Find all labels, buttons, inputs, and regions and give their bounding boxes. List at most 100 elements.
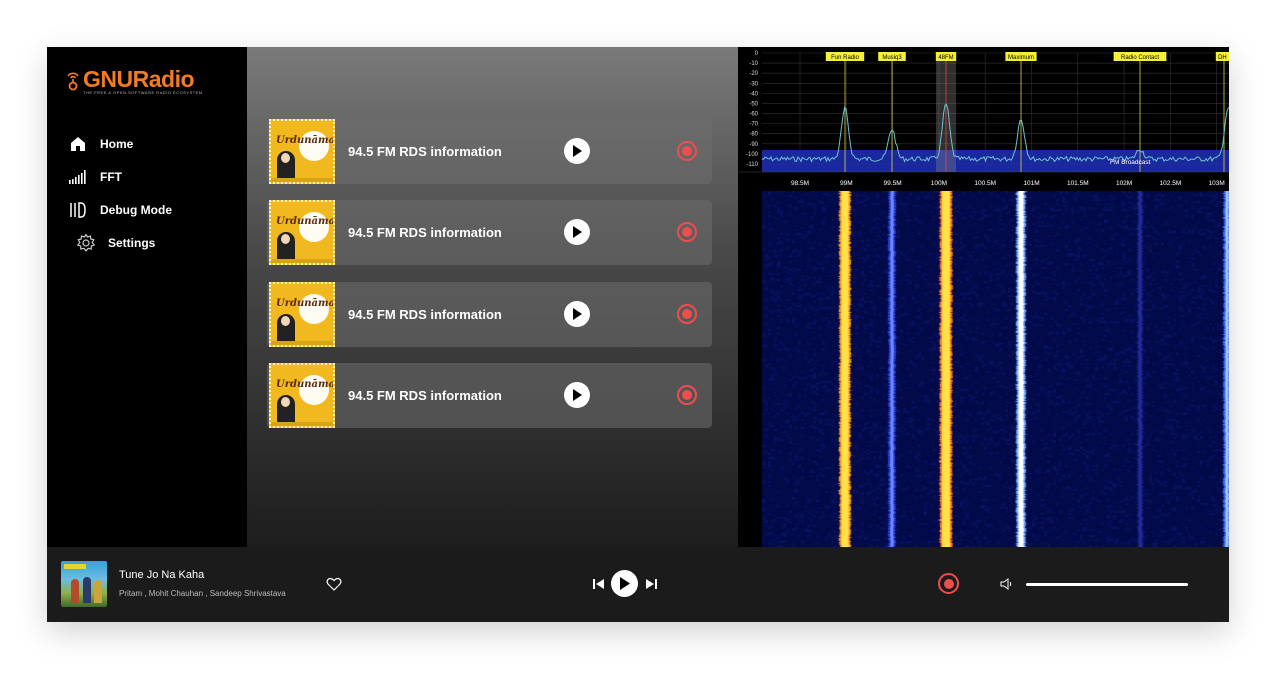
sidebar: GNURadio THE FREE & OPEN SOFTWARE RADIO …: [47, 47, 247, 547]
previous-button[interactable]: [592, 577, 606, 591]
play-button[interactable]: [564, 382, 590, 408]
cover-title: Urdunāma: [276, 216, 335, 227]
play-icon: [573, 389, 582, 401]
spectrum-panel[interactable]: 0 -10 -20 -30 -40 -50 -60 -70 -80 -90 -100 -110 98.…: [738, 47, 1229, 547]
cover-title: Urdunāma: [276, 298, 335, 309]
station-marker[interactable]: Fun Radio: [825, 52, 865, 172]
skip-back-icon: [593, 579, 604, 589]
station-marker[interactable]: Maximum: [1005, 52, 1037, 172]
station-card[interactable]: Urdunāma 94.5 FM RDS information: [267, 119, 712, 184]
next-button[interactable]: [644, 577, 658, 591]
x-tick-label: 99.5M: [884, 180, 902, 187]
play-icon: [573, 145, 582, 157]
record-button[interactable]: [677, 304, 697, 324]
sidebar-item-debug-mode[interactable]: Debug Mode: [67, 193, 172, 226]
x-tick-label: 103M: [1209, 180, 1225, 187]
album-art[interactable]: [61, 561, 107, 607]
station-marker-label: Radio Contact: [1121, 55, 1159, 61]
x-tick-label: 98.5M: [791, 180, 809, 187]
song-title: Tune Jo Na Kaha: [119, 569, 205, 581]
sidebar-item-label: Settings: [108, 235, 156, 250]
play-button[interactable]: [564, 219, 590, 245]
play-icon: [573, 308, 582, 320]
song-artists: Pritam , Mohit Chauhan , Sandeep Shrivas…: [119, 589, 286, 598]
x-tick-label: 101M: [1023, 180, 1039, 187]
sidebar-item-fft[interactable]: FFT: [67, 160, 172, 193]
station-cover-image: Urdunāma: [269, 119, 335, 184]
y-tick-label: -40: [749, 91, 758, 97]
logo-tagline: THE FREE & OPEN SOFTWARE RADIO ECOSYSTEM: [83, 90, 203, 95]
station-card[interactable]: Urdunāma 94.5 FM RDS information: [267, 282, 712, 347]
y-tick-label: -30: [749, 81, 758, 87]
cover-title: Urdunāma: [276, 379, 335, 390]
x-tick-label: 100.5M: [974, 180, 996, 187]
station-marker-label: Maximum: [1008, 55, 1034, 61]
gear-icon: [75, 232, 97, 254]
sidebar-item-home[interactable]: Home: [67, 127, 172, 160]
skip-forward-icon: [646, 579, 657, 589]
y-tick-label: -80: [749, 132, 758, 138]
y-tick-label: -50: [749, 101, 758, 107]
station-marker-label: Fun Radio: [831, 55, 859, 61]
volume-slider[interactable]: [1026, 583, 1188, 586]
record-button[interactable]: [677, 385, 697, 405]
debug-bars-icon: [67, 199, 89, 221]
app-logo: GNURadio THE FREE & OPEN SOFTWARE RADIO …: [65, 67, 203, 95]
record-icon: [943, 578, 954, 589]
station-marker-label: 48FM: [938, 55, 953, 61]
station-marker-label: Musiq3: [882, 55, 902, 61]
station-title: 94.5 FM RDS information: [348, 388, 502, 403]
y-tick-label: -10: [749, 61, 758, 67]
station-card[interactable]: Urdunāma 94.5 FM RDS information: [267, 363, 712, 428]
station-card[interactable]: Urdunāma 94.5 FM RDS information: [267, 200, 712, 265]
sidebar-item-label: Home: [100, 136, 134, 151]
main-play-button[interactable]: [611, 570, 638, 597]
y-tick-label: -100: [746, 152, 759, 158]
y-tick-label: -70: [749, 122, 758, 128]
app-window: GNURadio THE FREE & OPEN SOFTWARE RADIO …: [47, 47, 1229, 622]
logo-gnu-text: GNU: [83, 66, 133, 92]
station-marker[interactable]: DH: [1215, 52, 1229, 172]
heart-icon[interactable]: [326, 576, 342, 592]
play-button[interactable]: [564, 301, 590, 327]
station-marker[interactable]: Musiq3: [878, 52, 906, 172]
station-cover-image: Urdunāma: [269, 200, 335, 265]
x-tick-label: 100M: [931, 180, 947, 187]
record-icon: [682, 146, 692, 156]
y-tick-label: 0: [755, 51, 759, 57]
station-list: Urdunāma 94.5 FM RDS information Urdunām…: [247, 47, 738, 547]
station-cover-image: Urdunāma: [269, 363, 335, 428]
play-icon: [573, 226, 582, 238]
record-icon: [682, 309, 692, 319]
play-button[interactable]: [564, 138, 590, 164]
logo-radio-text: Radio: [132, 66, 195, 92]
station-title: 94.5 FM RDS information: [348, 307, 502, 322]
station-marker[interactable]: Radio Contact: [1113, 52, 1167, 172]
fm-band-region: [762, 150, 1229, 172]
station-marker-label: DH: [1218, 55, 1227, 61]
sidebar-item-settings[interactable]: Settings: [67, 226, 172, 259]
record-icon: [682, 390, 692, 400]
sidebar-nav: Home FFT Debug Mode Settings: [67, 127, 172, 259]
home-icon: [67, 133, 89, 155]
record-button[interactable]: [677, 222, 697, 242]
station-title: 94.5 FM RDS information: [348, 225, 502, 240]
y-tick-label: -90: [749, 142, 758, 148]
y-tick-label: -20: [749, 71, 758, 77]
record-button[interactable]: [938, 573, 959, 594]
station-marker[interactable]: 48FM: [935, 52, 957, 172]
waterfall-display[interactable]: [738, 191, 1229, 547]
record-icon: [682, 227, 692, 237]
cover-title: Urdunāma: [276, 135, 335, 146]
x-tick-label: 101.5M: [1067, 180, 1089, 187]
fft-plot[interactable]: 0 -10 -20 -30 -40 -50 -60 -70 -80 -90 -100 -110 98.…: [738, 47, 1229, 191]
band-label: FM Broadcast: [1110, 159, 1151, 166]
y-tick-label: -110: [746, 162, 758, 168]
player-bar: Tune Jo Na Kaha Pritam , Mohit Chauhan ,…: [47, 547, 1229, 622]
volume-icon[interactable]: [1000, 577, 1014, 591]
station-cover-image: Urdunāma: [269, 282, 335, 347]
y-tick-label: -60: [749, 112, 758, 118]
antenna-logo-icon: [65, 67, 81, 93]
signal-bars-icon: [67, 166, 89, 188]
record-button[interactable]: [677, 141, 697, 161]
